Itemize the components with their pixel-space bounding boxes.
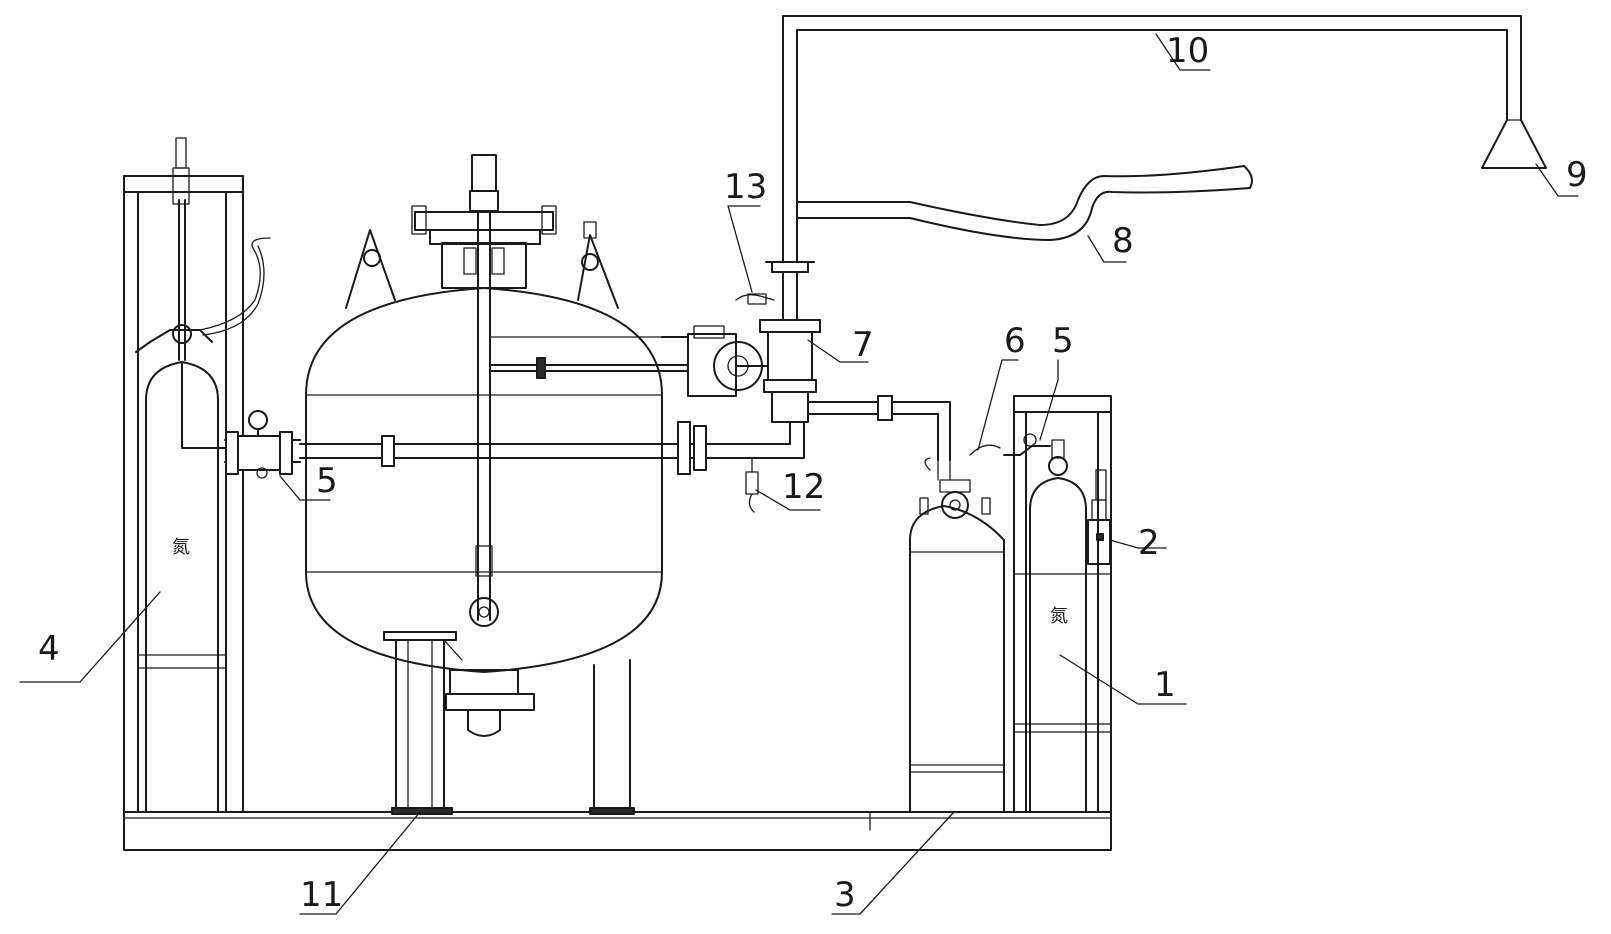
right-cylinder-mark: 氮 (1050, 606, 1068, 627)
label-6: 6 (1004, 321, 1026, 361)
part-labels: 1 2 3 4 5 5 6 7 8 9 10 11 12 13 (38, 31, 1588, 915)
label-5-right: 5 (1052, 321, 1074, 361)
left-nitrogen-cylinder: 氮 (135, 137, 271, 813)
label-2: 2 (1138, 523, 1160, 563)
leader-7 (807, 339, 869, 363)
leader-1 (1059, 654, 1187, 705)
outlet-valve-assembly (661, 261, 821, 513)
label-10: 10 (1166, 31, 1209, 71)
left-cylinder-mark: 氮 (172, 537, 190, 558)
leader-4 (19, 591, 161, 683)
label-4: 4 (38, 629, 60, 669)
leader-2 (1109, 539, 1167, 549)
leader-lines (19, 33, 1579, 915)
leader-12 (755, 489, 821, 511)
leader-6 (977, 359, 1019, 451)
label-1: 1 (1154, 665, 1176, 705)
leader-3 (831, 811, 955, 915)
leader-10 (1155, 33, 1211, 71)
left-supply-pipe (181, 361, 709, 479)
flexible-hose (796, 165, 1253, 241)
main-tank (305, 154, 689, 815)
leader-11 (299, 811, 421, 915)
medium-cylinder (909, 444, 1005, 813)
base-skid (123, 811, 1112, 851)
overhead-pipe (782, 15, 1547, 263)
label-7: 7 (852, 325, 874, 365)
leader-13 (727, 205, 761, 293)
left-cylinder-frame (123, 175, 244, 813)
label-12: 12 (782, 467, 825, 507)
leader-9 (1535, 163, 1579, 197)
leader-8 (1087, 235, 1127, 263)
label-3: 3 (834, 875, 856, 915)
leader-5a (279, 475, 331, 501)
label-5-left: 5 (316, 461, 338, 501)
label-8: 8 (1112, 221, 1134, 261)
right-nitrogen-cylinder: 氮 (1003, 433, 1111, 813)
leader-5b (1039, 359, 1059, 441)
right-supply-pipe (807, 395, 951, 461)
label-9: 9 (1566, 155, 1588, 195)
label-11: 11 (300, 875, 343, 915)
label-13: 13 (724, 167, 767, 207)
